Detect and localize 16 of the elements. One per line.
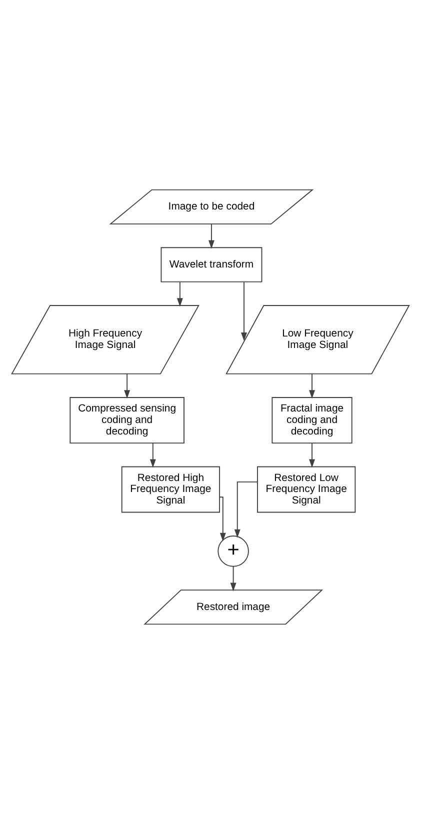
- arrow: [309, 442, 316, 468]
- arrow: [241, 281, 247, 340]
- arrow: [230, 565, 236, 591]
- arrow: [219, 496, 226, 541]
- node-box: Wavelet transform: [160, 246, 262, 282]
- arrow: [234, 480, 258, 538]
- arrow: [208, 223, 214, 248]
- arrow: [124, 372, 130, 398]
- node-box: Compressed sensing coding and decoding: [70, 396, 184, 444]
- node-box: Restored High Frequency Image Signal: [121, 466, 220, 512]
- node-circle: +: [218, 535, 249, 566]
- node-box: Fractal image coding and decoding: [272, 396, 352, 444]
- arrow: [309, 372, 316, 398]
- arrow: [176, 281, 183, 306]
- arrow: [150, 442, 156, 468]
- node-box: Restored Low Frequency Image Signal: [257, 466, 356, 512]
